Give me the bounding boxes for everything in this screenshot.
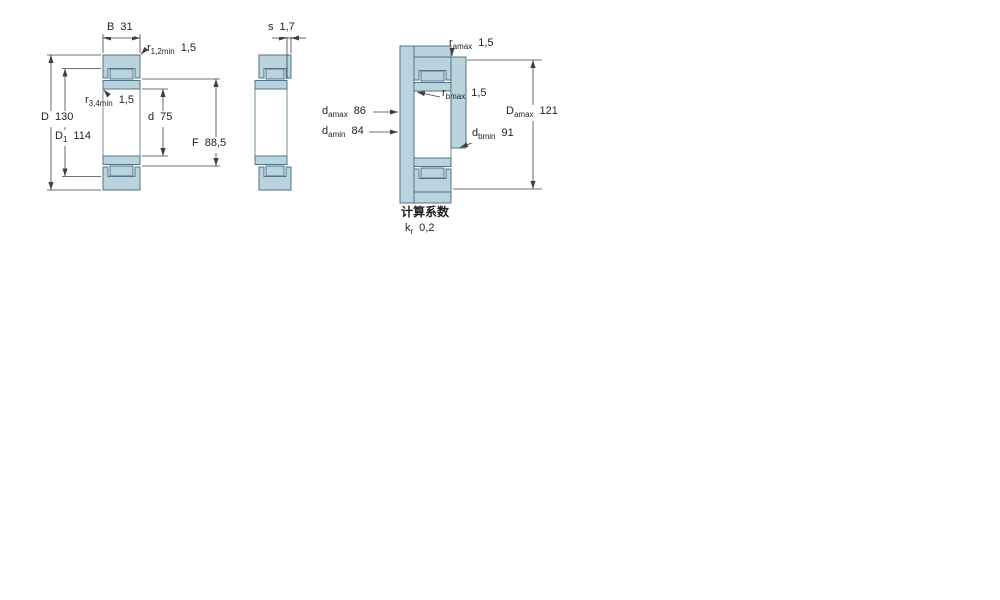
calculation-factors-header: 计算系数 <box>400 206 450 219</box>
leader-r12 <box>140 46 149 55</box>
dim-value: 1,7 <box>279 21 295 33</box>
dim-label-B: B 31 <box>106 21 134 38</box>
outer-ring-bottom <box>258 166 292 191</box>
dim-symbol: r <box>449 37 453 49</box>
dim-symbol: d <box>472 127 479 139</box>
dim-value: 130 <box>54 111 74 123</box>
dim-label-d: d 75 <box>147 111 174 128</box>
leader-r34 <box>103 89 111 98</box>
dim-subscript: bmax <box>445 92 466 102</box>
dim-value: 75 <box>160 111 173 123</box>
inner-ring-top <box>254 80 288 90</box>
outer-ring-bottom <box>413 168 452 193</box>
dim-subscript: amin <box>328 130 346 140</box>
dim-subscript: bmin <box>478 132 496 142</box>
inner-ring-bottom <box>254 155 288 165</box>
dim-symbol: r <box>85 94 89 106</box>
dim-label-D: D 130 <box>40 111 75 128</box>
outer-ring-top <box>258 54 292 79</box>
dim-subscript: 1 <box>62 135 68 145</box>
dim-symbol: D <box>506 105 514 117</box>
dim-value: 86 <box>353 105 366 117</box>
dim-value: 1,5 <box>118 94 134 106</box>
dim-value: 114 <box>73 130 91 142</box>
outer-ring-top <box>102 54 141 79</box>
roller-bottom <box>265 165 285 177</box>
dim-symbol: d <box>322 125 329 137</box>
dim-subscript: amax <box>328 110 348 120</box>
dim-label-ramax: ramax 1,5 <box>448 37 495 53</box>
dim-symbol: d <box>322 105 329 117</box>
dim-label-damin: damin 84 <box>321 125 365 142</box>
inner-ring-bottom <box>102 155 141 165</box>
dim-symbol: D <box>41 111 49 123</box>
side-view <box>254 34 306 191</box>
dim-label-r12min: r1,2min 1,5 <box>146 42 197 58</box>
housing-seat-top <box>413 45 452 58</box>
roller-bottom <box>109 165 134 177</box>
dim-value: 0,2 <box>419 222 435 234</box>
dim-symbol: D <box>55 130 63 142</box>
roller-top <box>420 70 445 82</box>
roller-bottom <box>420 167 445 179</box>
shoulder-wall <box>399 45 415 204</box>
dim-subscript: r <box>410 227 414 237</box>
housing-seat-bottom <box>413 191 452 204</box>
roller-top <box>265 68 285 80</box>
dim-label-Damax: Damax 121 <box>505 105 559 122</box>
factor-label-kr: kr 0,2 <box>404 222 435 238</box>
dim-symbol: r <box>442 87 446 99</box>
dim-label-D1: D1 114 <box>54 130 92 147</box>
leader-rb <box>416 91 441 98</box>
dim-value: 88,5 <box>204 137 227 149</box>
dim-label-damax: damax 86 <box>321 105 367 122</box>
dim-value: 91 <box>501 127 514 139</box>
cross-section-view <box>47 34 220 191</box>
outer-ring-top <box>413 56 452 81</box>
dim-value: 121 <box>539 105 558 117</box>
dim-value: 31 <box>120 21 133 33</box>
dim-label-F: F 88,5 <box>191 137 228 154</box>
dim-symbol: B <box>107 21 115 33</box>
dim-value: 1,5 <box>180 42 196 54</box>
outer-ring-bottom <box>102 166 141 191</box>
dim-symbol: r <box>147 42 151 54</box>
dim-value: 1,5 <box>471 87 487 99</box>
dim-label-s: s 1,7 <box>267 21 296 38</box>
dim-symbol: d <box>148 111 155 123</box>
inner-ring-bottom <box>413 157 452 167</box>
dim-symbol: k <box>405 222 411 234</box>
dim-label-dbmin: dbmin 91 <box>471 127 515 144</box>
inner-ring-top <box>413 82 452 92</box>
dim-symbol: F <box>192 137 199 149</box>
mounting-view <box>369 45 542 204</box>
dim-value: 84 <box>351 125 364 137</box>
dim-label-r34min: r3,4min 1,5 <box>84 94 135 110</box>
dim-subscript: 1,2min <box>150 47 175 57</box>
inner-ring-top <box>102 80 141 90</box>
roller-top <box>109 68 134 80</box>
dim-subscript: 3,4min <box>88 99 113 109</box>
dim-label-rbmax: rbmax 1,5 <box>441 87 488 103</box>
header-text: 计算系数 <box>401 205 450 219</box>
dim-subscript: amax <box>513 110 534 120</box>
dim-value: 1,5 <box>478 37 494 49</box>
dim-subscript: amax <box>452 42 473 52</box>
dim-symbol: s <box>268 21 274 33</box>
